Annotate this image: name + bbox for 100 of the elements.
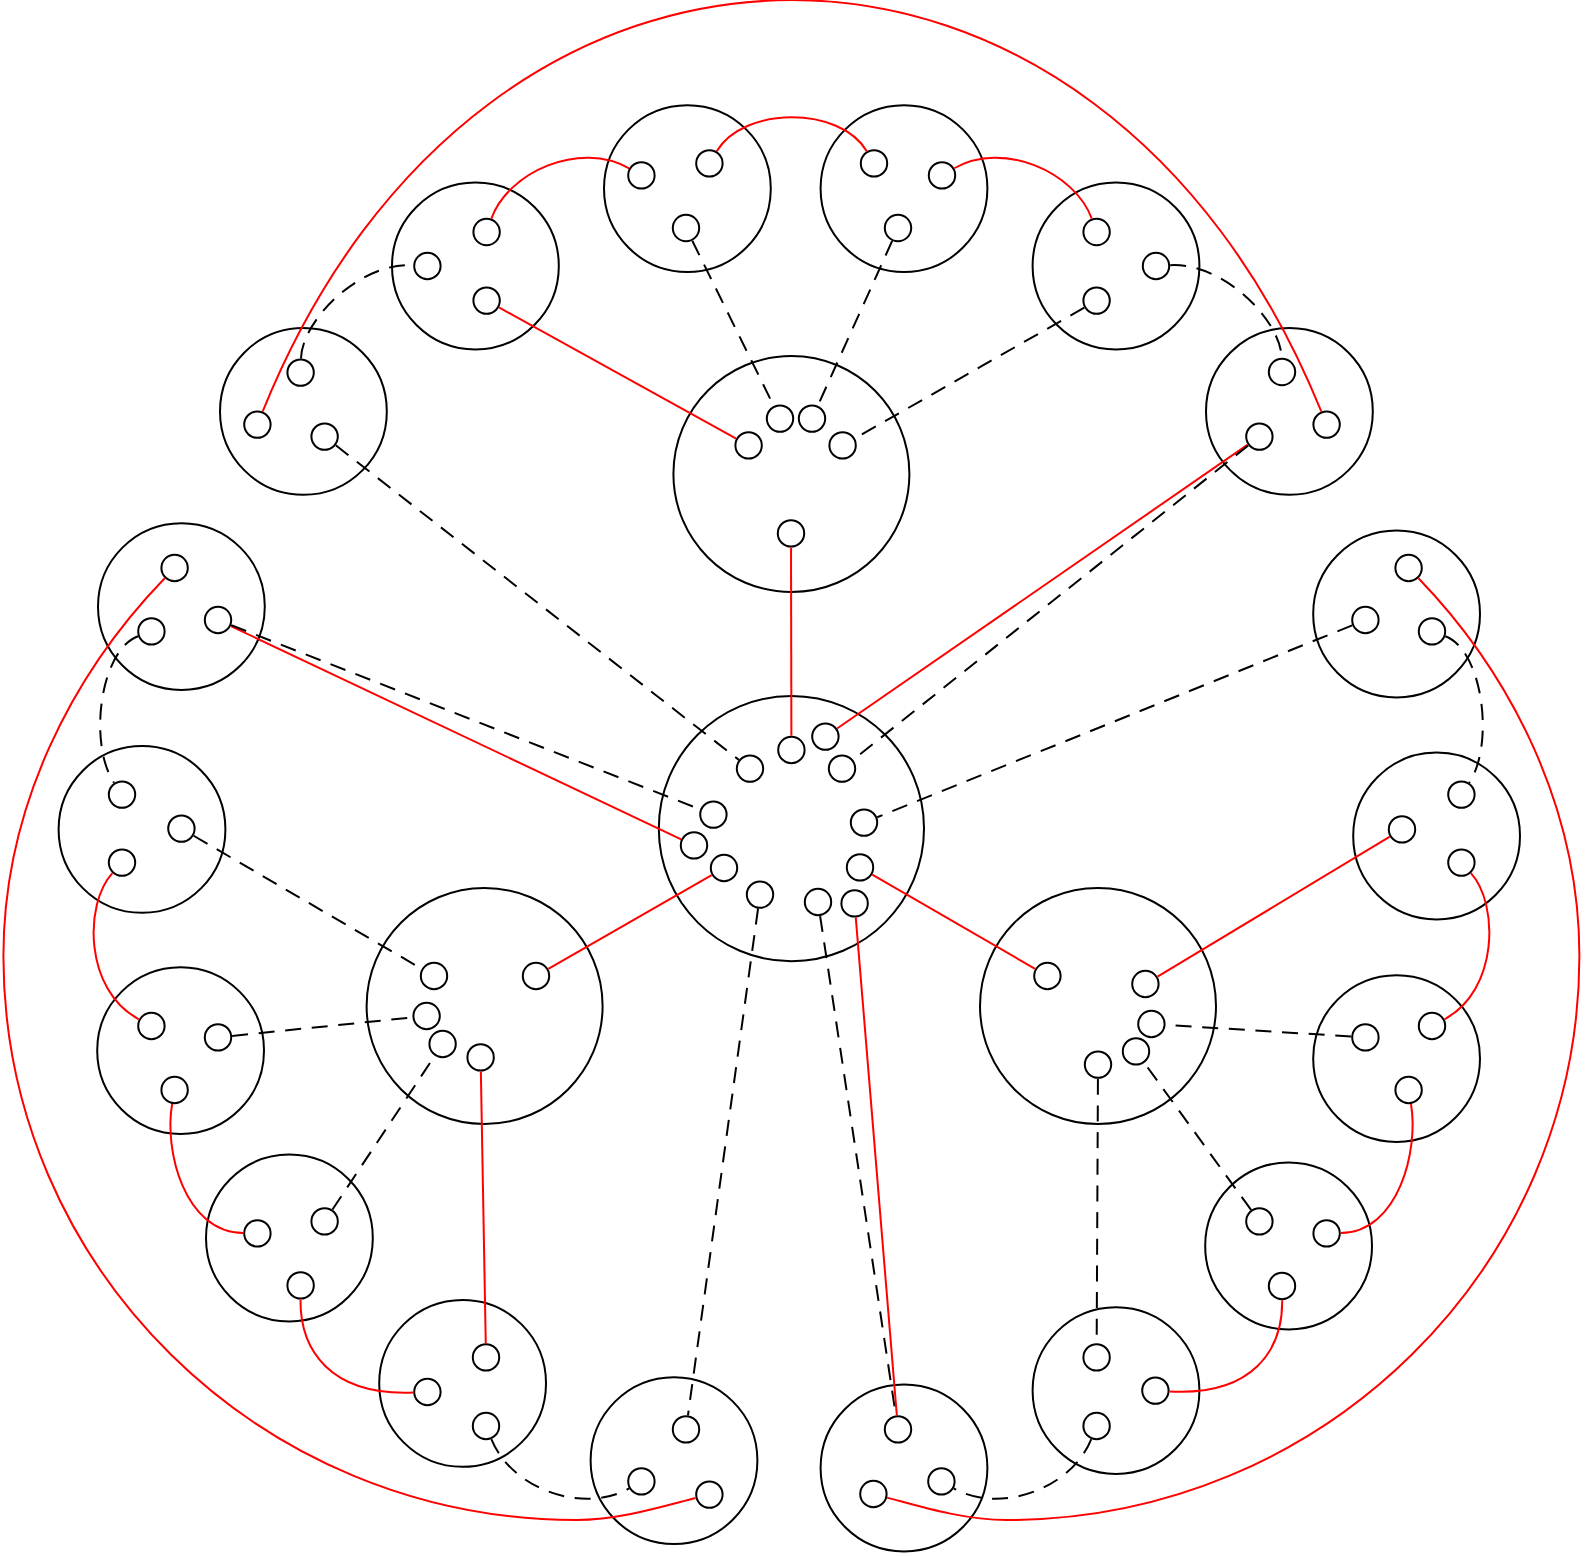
small-circle [1131, 969, 1160, 999]
small-circle [1312, 1219, 1341, 1248]
small-circle [107, 780, 137, 809]
small-circle [827, 754, 857, 783]
curved-connector [490, 156, 631, 220]
small-circle [419, 961, 449, 991]
small-circle [1447, 780, 1476, 809]
small-circle [1082, 1411, 1111, 1441]
small-circle [1245, 1207, 1274, 1236]
large-circle [97, 522, 266, 691]
large-circle [979, 887, 1217, 1125]
small-circle [428, 1029, 457, 1059]
small-circle [1417, 1011, 1447, 1041]
small-circle [203, 605, 233, 635]
small-circle [160, 1075, 189, 1105]
small-circle [160, 553, 189, 583]
small-circle [695, 1480, 724, 1509]
small-circle [745, 880, 775, 909]
small-circle [1351, 1023, 1380, 1052]
small-circle [1082, 217, 1111, 247]
small-circle [845, 853, 875, 882]
small-circle [927, 161, 957, 190]
small-circle [671, 213, 701, 243]
small-circle [765, 404, 795, 433]
small-circle [1394, 553, 1423, 583]
large-circle [1031, 181, 1201, 351]
small-circle [776, 519, 806, 548]
connector-line [547, 874, 713, 970]
curved-connector [261, 0, 1323, 413]
connector-line [479, 1070, 487, 1345]
small-circle [471, 1343, 501, 1372]
curved-connector [99, 635, 140, 784]
small-circle [859, 1479, 888, 1509]
small-circle [521, 961, 551, 991]
connector-line [790, 546, 793, 737]
small-circle [1137, 1009, 1166, 1039]
small-circle [1082, 286, 1111, 315]
curved-connector [2, 577, 697, 1521]
large-circle [672, 355, 911, 593]
small-circle [1141, 1376, 1170, 1405]
small-circle [1267, 1271, 1297, 1301]
small-circle [797, 404, 827, 433]
small-circle [1121, 1037, 1151, 1066]
large-circle [57, 745, 227, 914]
curved-connector [1168, 1299, 1284, 1393]
curved-connector [1443, 872, 1491, 1021]
connector-line [871, 873, 1037, 970]
small-circle [627, 1467, 656, 1496]
large-circle [589, 1376, 759, 1545]
small-circle [734, 431, 763, 460]
small-circle [828, 431, 857, 460]
small-circle [883, 1415, 913, 1444]
small-circle [310, 1207, 339, 1236]
small-circle [849, 808, 879, 837]
large-circle [205, 1153, 374, 1323]
small-circle [137, 617, 166, 646]
curved-connector [886, 577, 1581, 1521]
small-circle [310, 422, 339, 451]
connector-line [876, 624, 1354, 819]
small-circle [1267, 357, 1297, 387]
large-circle [819, 1383, 989, 1553]
curved-connector [299, 1298, 415, 1394]
small-circle [203, 1023, 233, 1052]
small-circle [107, 848, 137, 877]
large-circle [219, 327, 388, 496]
small-circle [679, 831, 709, 860]
small-circle [1033, 961, 1062, 991]
small-circle [627, 161, 656, 190]
large-circle [819, 104, 989, 273]
small-circle [927, 1467, 956, 1496]
small-circle [1312, 410, 1341, 439]
large-circle [657, 695, 925, 963]
small-circle [811, 722, 840, 751]
connector-line [1143, 1061, 1253, 1211]
small-circle [1447, 848, 1476, 877]
small-circle [1245, 422, 1274, 451]
small-circle [1387, 815, 1417, 844]
curved-connector [953, 156, 1093, 220]
small-circle [1351, 605, 1380, 635]
curved-connector [92, 872, 140, 1021]
large-circle [391, 181, 560, 351]
curved-connector [715, 116, 868, 153]
connector-line [334, 444, 740, 761]
small-circle [840, 889, 869, 918]
large-circle [96, 966, 265, 1135]
large-circle [603, 104, 772, 273]
small-circle [243, 1219, 272, 1248]
large-circle [1205, 327, 1374, 496]
small-circle [709, 853, 739, 883]
connector-line [229, 625, 683, 841]
small-circle [695, 149, 724, 178]
connector-line [854, 916, 898, 1417]
small-circle [413, 1377, 442, 1407]
small-circle [167, 814, 196, 843]
small-circle [137, 1011, 166, 1041]
connector-line [686, 907, 760, 1417]
small-circle [1417, 617, 1447, 646]
curved-connector [952, 1438, 1093, 1500]
small-circle [803, 887, 833, 917]
small-circle [735, 754, 765, 783]
